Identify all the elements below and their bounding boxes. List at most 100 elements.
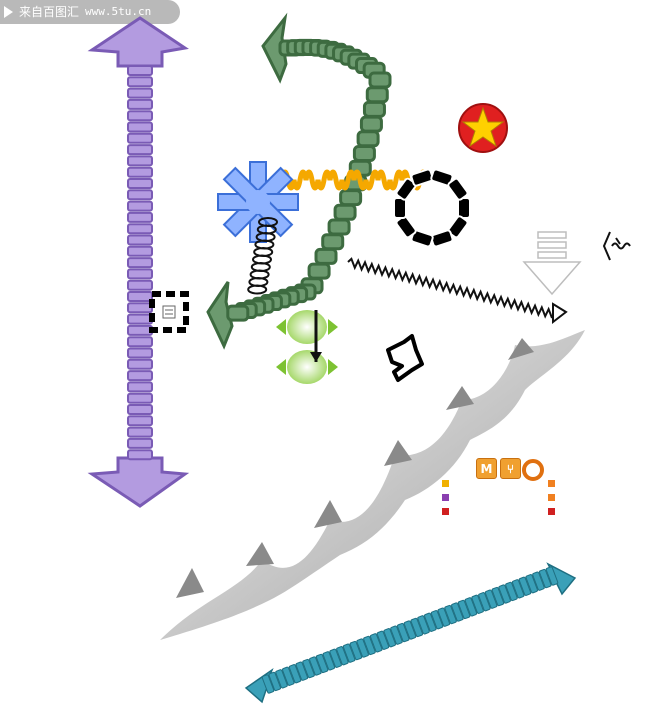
teal-link xyxy=(430,610,444,630)
black-chain-ring-icon xyxy=(393,168,471,248)
teal-link xyxy=(478,592,491,612)
outline-arrow-icon xyxy=(386,334,424,382)
teal-link xyxy=(309,656,322,676)
watermark-site: www.5tu.cn xyxy=(85,5,152,18)
teal-link xyxy=(383,628,396,648)
purple-double-arrow-icon xyxy=(87,16,190,508)
teal-link xyxy=(315,653,329,674)
teal-link xyxy=(464,597,478,617)
teal-link xyxy=(369,633,383,653)
orange-spring-icon xyxy=(279,169,429,191)
purple-link xyxy=(127,313,153,325)
teal-link xyxy=(451,602,464,622)
purple-link xyxy=(127,324,153,336)
purple-link xyxy=(127,381,153,393)
purple-link xyxy=(127,234,153,246)
teal-link xyxy=(376,630,390,650)
green-link xyxy=(365,86,389,104)
purple-link xyxy=(127,121,153,133)
red-star-badge-icon xyxy=(458,103,508,153)
purple-link xyxy=(127,347,153,359)
white-down-arrow-icon xyxy=(522,231,582,296)
teal-link xyxy=(491,586,505,607)
chain-ring-link xyxy=(447,177,469,201)
teal-link xyxy=(302,658,315,679)
teal-link xyxy=(505,581,518,602)
teal-link xyxy=(261,674,275,694)
gray-wave-arrows-icon xyxy=(150,330,650,717)
chain-ring-link xyxy=(457,197,471,219)
green-link xyxy=(362,100,386,118)
teal-link xyxy=(444,604,457,625)
orange-tile-group: M ⑂ xyxy=(476,458,521,479)
purple-link xyxy=(127,155,153,167)
watermark-badge: 来自百图汇 www.5tu.cn xyxy=(0,0,180,24)
tile-fork-icon: ⑂ xyxy=(500,458,521,479)
purple-link xyxy=(127,437,153,449)
green-link xyxy=(314,247,338,265)
teal-link xyxy=(349,640,363,661)
teal-link xyxy=(498,584,511,604)
purple-link xyxy=(127,291,153,302)
teal-link xyxy=(396,622,410,643)
purple-link xyxy=(127,268,153,280)
teal-link xyxy=(410,617,424,638)
watermark-text: 来自百图汇 xyxy=(19,5,80,19)
teal-link xyxy=(417,615,430,635)
purple-link xyxy=(127,257,153,269)
purple-link xyxy=(127,87,153,99)
purple-link xyxy=(127,65,153,76)
teal-link xyxy=(525,574,538,594)
chain-ring-link xyxy=(410,168,434,187)
purple-link xyxy=(127,449,153,461)
purple-link xyxy=(127,211,153,223)
legend-dots-icon xyxy=(442,480,555,515)
teal-link xyxy=(322,651,336,671)
teal-link xyxy=(342,643,356,663)
green-link xyxy=(356,130,380,148)
purple-link xyxy=(127,98,153,110)
tile-m-icon: M xyxy=(476,458,497,479)
purple-link xyxy=(127,132,153,144)
teal-link xyxy=(336,646,349,666)
dashed-square-icon xyxy=(149,291,189,333)
teal-link xyxy=(295,661,309,681)
teal-link xyxy=(356,638,369,658)
purple-link xyxy=(127,189,153,201)
teal-link xyxy=(471,594,484,614)
teal-link xyxy=(457,599,471,620)
purple-link xyxy=(127,404,153,415)
black-coil-icon xyxy=(247,217,279,295)
green-link xyxy=(339,189,363,207)
purple-link xyxy=(127,166,153,178)
green-link xyxy=(333,203,357,221)
purple-link xyxy=(127,358,153,370)
teal-link xyxy=(282,666,295,686)
teal-link xyxy=(363,635,376,656)
purple-link xyxy=(127,76,153,88)
squiggle-bracket-icon xyxy=(602,231,631,261)
teal-link xyxy=(275,669,288,689)
green-link xyxy=(327,218,351,236)
teal-link xyxy=(437,607,451,627)
purple-link xyxy=(127,178,153,189)
teal-link xyxy=(545,566,559,586)
teal-link xyxy=(538,568,552,589)
teal-link xyxy=(268,671,282,692)
orange-ring-icon xyxy=(522,459,544,481)
teal-link xyxy=(511,579,525,599)
green-link xyxy=(359,115,383,133)
purple-link xyxy=(127,279,153,291)
green-link xyxy=(368,71,392,89)
purple-link xyxy=(127,336,153,348)
green-arrow-balls-icon xyxy=(276,310,338,384)
teal-double-arrow-icon xyxy=(244,562,577,704)
teal-link xyxy=(484,589,498,609)
teal-link xyxy=(329,648,342,668)
teal-link xyxy=(518,576,532,596)
black-wave-line-icon xyxy=(347,257,553,319)
green-link xyxy=(307,262,331,280)
chain-ring-link xyxy=(430,229,454,248)
chain-ring-link xyxy=(393,197,407,219)
teal-link xyxy=(532,571,545,591)
